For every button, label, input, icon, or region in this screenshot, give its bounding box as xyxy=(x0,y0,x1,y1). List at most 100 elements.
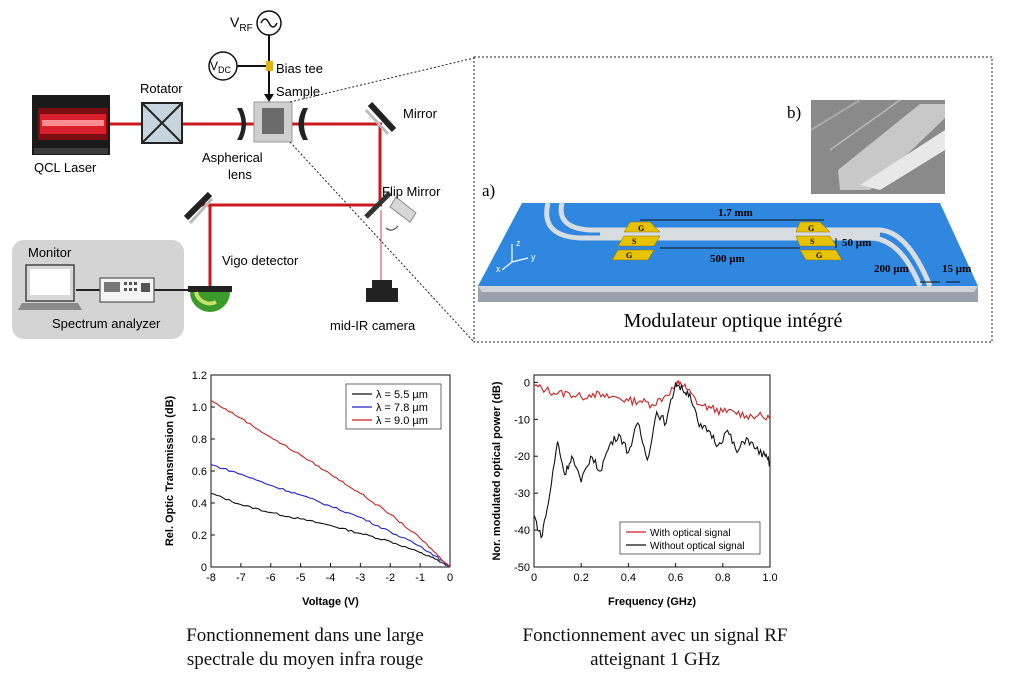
optical-setup-diagram: QCL Laser Rotator Aspherical lens Sample… xyxy=(12,10,475,343)
y-tick-label: -30 xyxy=(514,488,530,500)
bias-tee-label: Bias tee xyxy=(276,61,323,76)
x-tick-label: -8 xyxy=(206,572,216,584)
aspherical-lens-label-2: lens xyxy=(228,167,252,182)
caption-left: Fonctionnement dans une large spectrale … xyxy=(120,624,490,672)
y-tick-label: -50 xyxy=(514,562,530,574)
pad-g: G xyxy=(626,251,632,260)
series-line xyxy=(210,464,451,568)
x-tick-label: -5 xyxy=(296,572,306,584)
x-tick-label: -1 xyxy=(415,572,425,584)
caption-right-line2: atteignant 1 GHz xyxy=(590,649,720,670)
qcl-laser xyxy=(32,95,110,155)
y-tick-label: 0 xyxy=(201,562,207,574)
series-line xyxy=(533,382,771,539)
waveguides xyxy=(544,202,933,287)
x-tick-label: 0 xyxy=(447,572,453,584)
pad-g: G xyxy=(638,224,644,233)
x-tick-label: -2 xyxy=(385,572,395,584)
y-tick-label: -20 xyxy=(514,451,530,463)
pad-g: G xyxy=(808,224,814,233)
y-tick-label: 1.2 xyxy=(192,370,207,382)
caption-left-line2: spectrale du moyen infra rouge xyxy=(186,649,424,670)
transmission-chart: -8 -7 -6 -5 -4 -3 -2 -1 0 0 0.2 0.4 0.6 0.8 1.0 1.2Volt… xyxy=(164,370,453,608)
flip-mirror xyxy=(364,191,417,231)
dimension-lines xyxy=(640,219,960,283)
pad-s: S xyxy=(810,237,815,246)
rotator-label: Rotator xyxy=(140,81,183,96)
y-tick-label: 1.0 xyxy=(192,402,207,414)
pad-s: S xyxy=(632,237,637,246)
x-tick-label: -6 xyxy=(266,572,276,584)
y-tick-label: 0.4 xyxy=(192,498,207,510)
axis-z: z xyxy=(516,238,521,248)
series-line xyxy=(210,400,451,568)
axis-y: y xyxy=(531,252,536,262)
y-tick-label: 0 xyxy=(524,377,530,389)
x-tick-label: 0.6 xyxy=(668,572,683,584)
legend-label: λ = 9.0 µm xyxy=(376,415,428,427)
axis-x: x xyxy=(496,264,501,274)
dim-200um: 200 µm xyxy=(874,263,909,275)
legend-label: λ = 5.5 µm xyxy=(376,389,428,401)
mirror xyxy=(364,101,397,136)
mirror-label: Mirror xyxy=(403,106,438,121)
y-tick-label: 0.2 xyxy=(192,530,207,542)
x-tick-label: -7 xyxy=(236,572,246,584)
axes-glyph xyxy=(501,244,529,271)
x-tick-label: -4 xyxy=(326,572,336,584)
label-b: b) xyxy=(787,103,801,122)
modulator-panel: b) a) G S G G S G xyxy=(473,56,993,343)
rf-arrow xyxy=(264,94,274,102)
monitor-label: Monitor xyxy=(28,245,72,260)
aspherical-lens-left xyxy=(237,108,246,140)
midir-camera-icon xyxy=(366,280,398,302)
x-tick-label: -3 xyxy=(355,572,365,584)
legend-label: λ = 7.8 µm xyxy=(376,402,428,414)
aspherical-lens-right xyxy=(298,108,308,140)
x-tick-label: 0 xyxy=(531,572,537,584)
legend-label: With optical signal xyxy=(650,528,731,539)
sine-icon xyxy=(260,18,278,28)
modulator-caption: Modulateur optique intégré xyxy=(624,310,843,332)
caption-left-line1: Fonctionnement dans une large xyxy=(186,625,424,646)
dim-500um: 500 µm xyxy=(710,253,745,265)
dim-1-7mm: 1.7 mm xyxy=(718,207,753,219)
mirror-left xyxy=(183,191,214,225)
x-axis-label: Voltage (V) xyxy=(302,596,359,608)
aspherical-lens-label: Aspherical xyxy=(202,150,263,165)
electrodes xyxy=(611,221,843,261)
zoom-line-top xyxy=(289,57,475,103)
v-rf-label: VRF xyxy=(230,14,253,34)
sem-image xyxy=(810,99,945,194)
bias-tee-icon xyxy=(266,61,273,71)
sample-chip xyxy=(262,108,284,134)
x-tick-label: 1.0 xyxy=(762,572,777,584)
spectrum-analyzer-label: Spectrum analyzer xyxy=(52,316,161,331)
sample-label: Sample xyxy=(276,84,320,99)
x-tick-label: 0.8 xyxy=(715,572,730,584)
caption-right: Fonctionnement avec un signal RF atteign… xyxy=(470,624,840,672)
x-tick-label: 0.2 xyxy=(574,572,589,584)
x-axis-label: Frequency (GHz) xyxy=(608,596,696,608)
y-tick-label: -40 xyxy=(514,525,530,537)
qcl-laser-label: QCL Laser xyxy=(34,160,97,175)
flip-mirror-label: Flip Mirror xyxy=(382,184,441,199)
dim-50um: 50 µm xyxy=(842,237,871,249)
chip-top xyxy=(478,203,978,286)
series-line xyxy=(533,379,771,421)
legend-box xyxy=(619,521,761,555)
v-dc-label: VDC xyxy=(210,59,232,75)
rotator xyxy=(141,102,183,144)
midir-camera-label: mid-IR camera xyxy=(330,318,416,333)
caption-right-line1: Fonctionnement avec un signal RF xyxy=(522,625,788,646)
series-line xyxy=(210,492,451,568)
legend-label: Without optical signal xyxy=(650,541,745,552)
dim-15um: 15 µm xyxy=(942,263,971,275)
x-tick-label: 0.4 xyxy=(621,572,636,584)
y-tick-label: 0.6 xyxy=(192,466,207,478)
spectrum-analyzer-icon xyxy=(99,277,155,303)
y-tick-label: -10 xyxy=(514,414,530,426)
pad-g: G xyxy=(816,251,822,260)
y-tick-label: 0.8 xyxy=(192,434,207,446)
vigo-detector-label: Vigo detector xyxy=(222,253,299,268)
